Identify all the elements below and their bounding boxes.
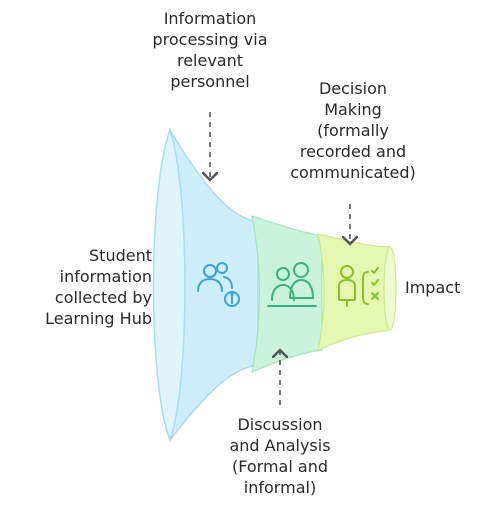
funnel-rim <box>152 127 186 443</box>
funnel-stage-information-processing <box>169 127 259 443</box>
funnel-end-cap <box>383 246 397 331</box>
output-label: Impact <box>405 278 461 297</box>
input-label: Student information collected by Learnin… <box>45 246 152 328</box>
two-people-icon <box>267 262 317 307</box>
people-info-icon <box>197 262 240 307</box>
person-checklist-icon <box>338 265 379 307</box>
funnel-stage-discussion-analysis <box>251 215 323 373</box>
stage-label-discussion-analysis: Discussion and Analysis (Formal and info… <box>229 415 331 497</box>
stage-label-decision-making: Decision Making (formally recorded and c… <box>290 79 416 182</box>
stage-label-information-processing: Information processing via relevant pers… <box>152 9 268 91</box>
